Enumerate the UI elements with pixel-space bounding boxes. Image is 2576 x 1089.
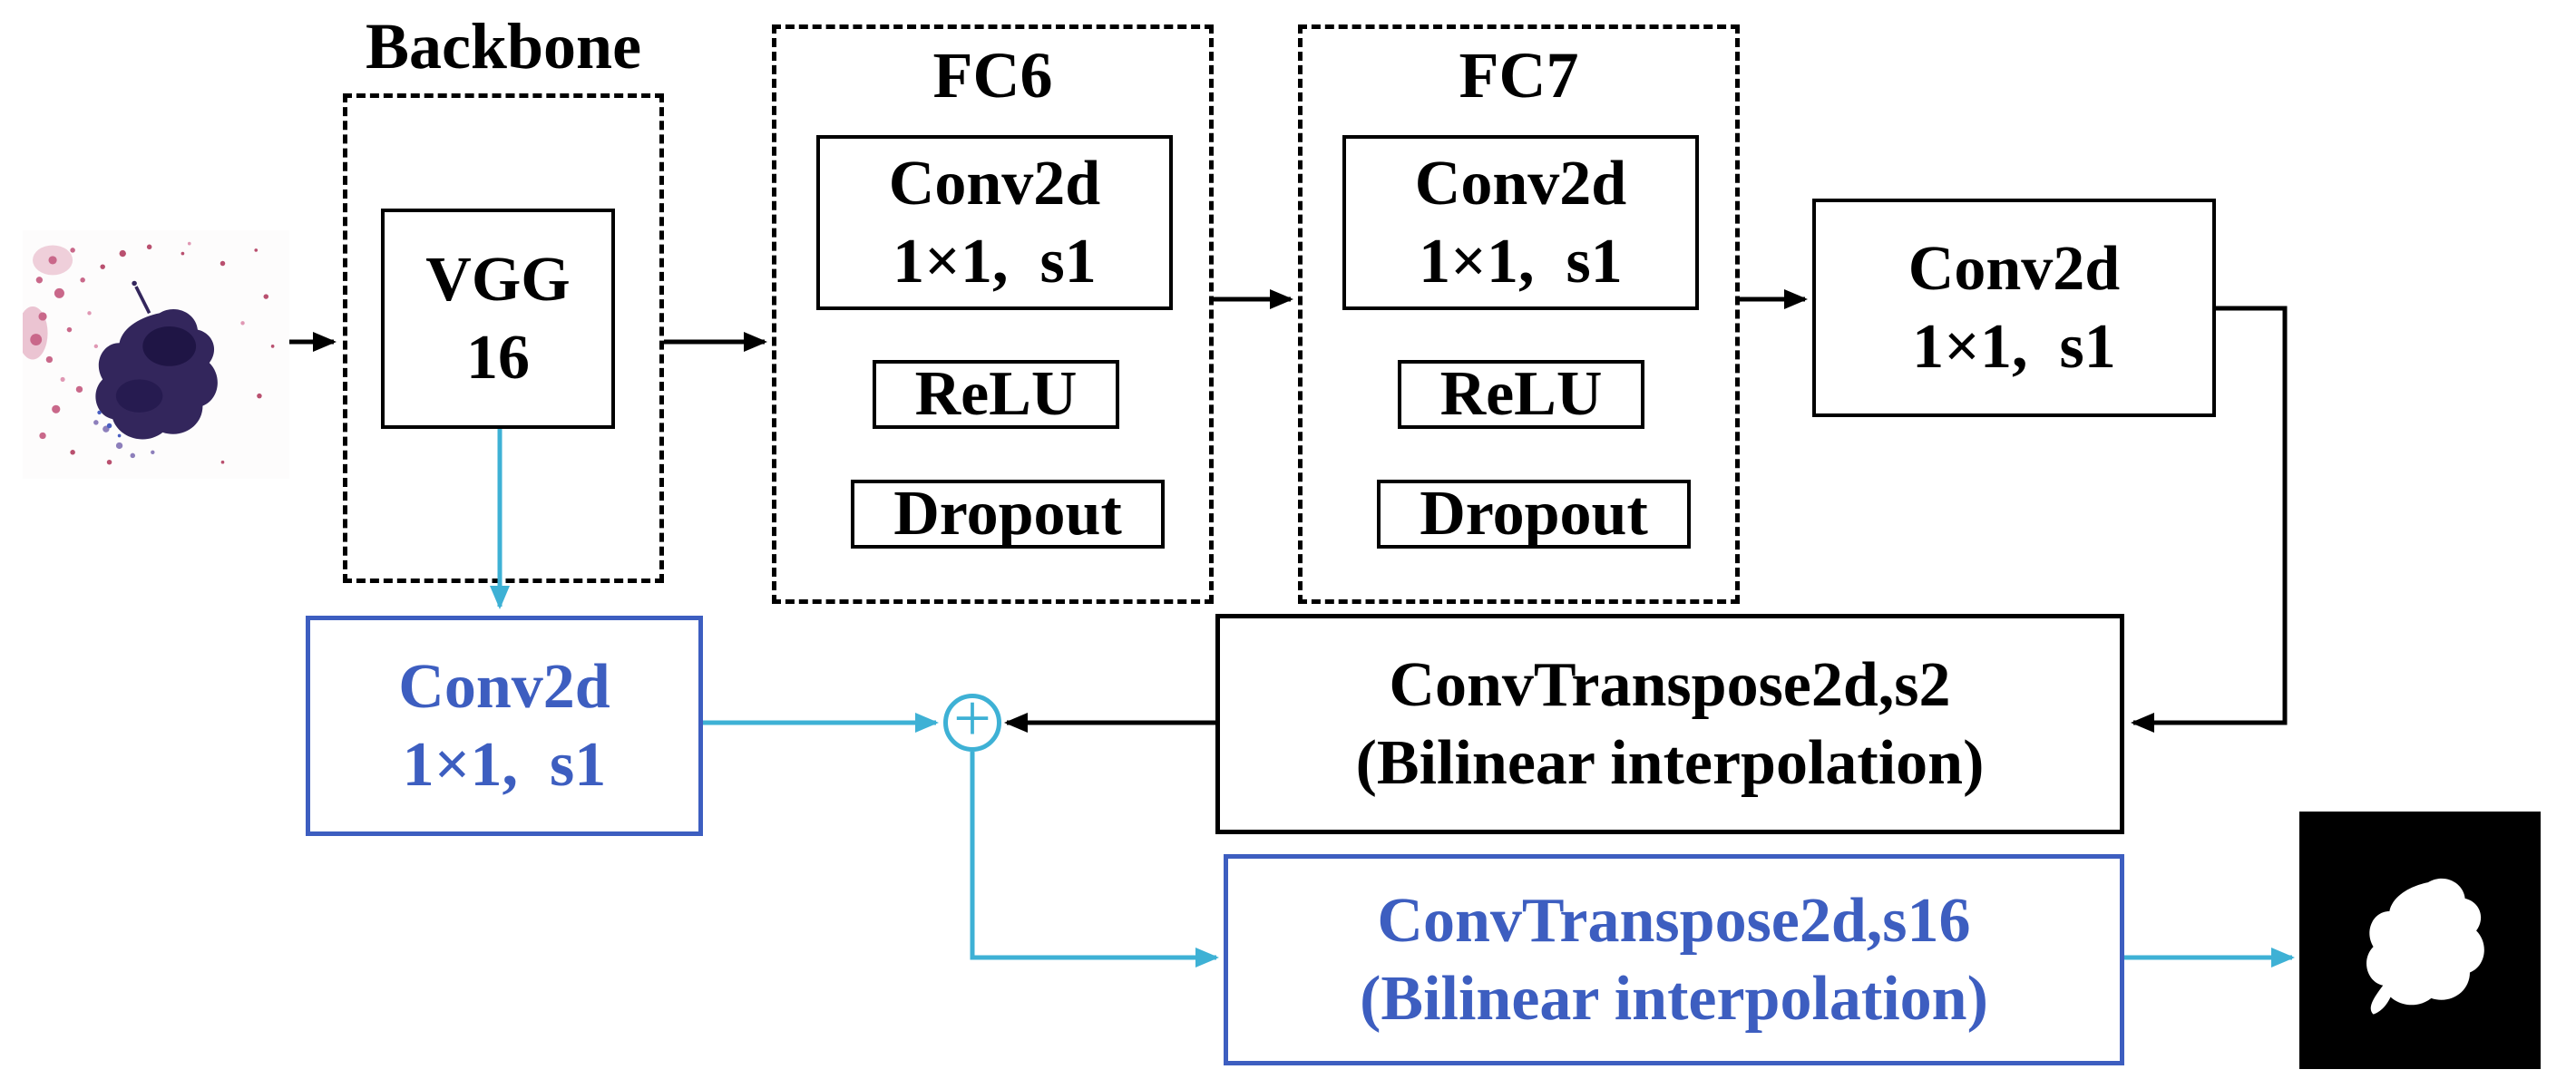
fc7-relu-label: ReLU bbox=[1439, 359, 1603, 429]
deconv-s16-line1: ConvTranspose2d,s16 bbox=[1377, 886, 1971, 957]
skip-conv-box: Conv2d 1×1, s1 bbox=[306, 616, 703, 836]
fc7-conv-line2: 1×1, s1 bbox=[1419, 226, 1623, 297]
fc7-dropout-label: Dropout bbox=[1420, 479, 1648, 549]
deconv-s2-line2: (Bilinear interpolation) bbox=[1355, 727, 1985, 798]
output-mask-graphic bbox=[2299, 812, 2541, 1069]
score-conv-line2: 1×1, s1 bbox=[1912, 311, 2116, 382]
input-image bbox=[17, 230, 289, 479]
fc7-dropout-box: Dropout bbox=[1377, 480, 1691, 549]
vgg16-label-line1: VGG bbox=[425, 245, 571, 316]
deconv-s16-line2: (Bilinear interpolation) bbox=[1360, 963, 1988, 1034]
fc7-conv-line1: Conv2d bbox=[1414, 149, 1627, 219]
skip-conv-line1: Conv2d bbox=[398, 652, 610, 723]
vgg16-label-line2: 16 bbox=[466, 322, 530, 393]
fc6-relu-box: ReLU bbox=[873, 360, 1119, 429]
fc6-group: FC6 bbox=[772, 24, 1214, 604]
vgg16-box: VGG 16 bbox=[381, 209, 615, 429]
deconv-s2-box: ConvTranspose2d,s2 (Bilinear interpolati… bbox=[1215, 614, 2124, 834]
deconv-s2-line1: ConvTranspose2d,s2 bbox=[1389, 650, 1951, 721]
fc6-dropout-box: Dropout bbox=[851, 480, 1165, 549]
skip-conv-line2: 1×1, s1 bbox=[402, 729, 607, 800]
plus-icon: + bbox=[953, 681, 991, 756]
input-micrograph-graphic bbox=[17, 230, 289, 479]
fc6-conv-line1: Conv2d bbox=[888, 149, 1101, 219]
fc7-relu-box: ReLU bbox=[1398, 360, 1644, 429]
fc7-conv-box: Conv2d 1×1, s1 bbox=[1342, 135, 1699, 310]
fc6-conv-line2: 1×1, s1 bbox=[893, 226, 1097, 297]
backbone-label: Backbone bbox=[365, 10, 642, 83]
fc6-relu-label: ReLU bbox=[914, 359, 1078, 429]
fc7-label: FC7 bbox=[1459, 39, 1579, 112]
output-image bbox=[2299, 812, 2541, 1069]
fc6-conv-box: Conv2d 1×1, s1 bbox=[816, 135, 1173, 310]
sum-node: + bbox=[943, 682, 1001, 756]
arrow-sum-to-deconv-s16 bbox=[970, 752, 1219, 967]
deconv-s16-box: ConvTranspose2d,s16 (Bilinear interpolat… bbox=[1224, 854, 2124, 1065]
fc6-label: FC6 bbox=[932, 39, 1053, 112]
fc6-dropout-label: Dropout bbox=[893, 479, 1122, 549]
fc7-group: FC7 bbox=[1298, 24, 1740, 604]
score-conv-line1: Conv2d bbox=[1908, 234, 2121, 305]
backbone-group bbox=[343, 93, 664, 583]
score-conv-box: Conv2d 1×1, s1 bbox=[1812, 199, 2216, 417]
